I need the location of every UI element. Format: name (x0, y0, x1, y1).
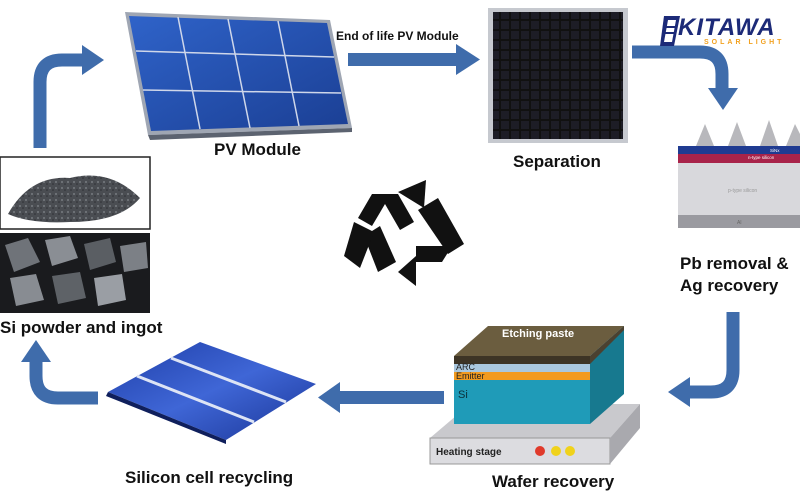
separation-panel-image (488, 8, 628, 143)
silicon-cell-image (106, 342, 316, 444)
arrow-pb-removal-to-wafer-head (668, 377, 690, 407)
pv-module-image (125, 12, 352, 140)
ptype-label: p-type silicon (728, 188, 757, 194)
wafer-recovery-image (429, 326, 640, 465)
emitter-label: Emitter (456, 371, 485, 381)
brand-name: KITAWA (678, 14, 776, 41)
si-ingot-image (0, 233, 150, 313)
si-powder-image (0, 156, 151, 230)
arrow-separation-to-pb-removal (632, 45, 729, 92)
si-label: Si (458, 389, 468, 401)
arrow-cell-to-powder (29, 360, 98, 405)
arrow-module-to-separation (348, 44, 480, 75)
pb-removal-label: Pb removal & (680, 254, 789, 273)
cell-cross-section-image: n-type silicon SiNx p-type silicon Al (678, 120, 800, 228)
silicon-cell-label: Silicon cell recycling (125, 468, 294, 487)
arc-label: ARC (456, 362, 476, 372)
sinx-label: SiNx (770, 148, 780, 153)
ntype-label: n-type silicon (748, 155, 775, 160)
ag-recovery-label: Ag recovery (680, 276, 779, 295)
pv-module-label: PV Module (214, 140, 301, 159)
al-label: Al (737, 220, 741, 226)
brand-tagline: SOLAR LIGHT (704, 39, 785, 46)
wafer-recovery-label: Wafer recovery (492, 472, 615, 491)
si-powder-label: Si powder and ingot (0, 318, 163, 337)
arrow-powder-to-module-head (82, 45, 104, 75)
recycle-icon (344, 180, 464, 286)
arrow-powder-to-module (33, 53, 84, 148)
arrow-pb-removal-to-wafer (688, 312, 740, 399)
etching-paste-label: Etching paste (502, 328, 574, 340)
separation-label: Separation (513, 152, 601, 171)
kitawa-logo: KITAWA SOLAR LIGHT (660, 14, 790, 50)
arrow-separation-to-pb-removal-head (708, 88, 738, 110)
kitawa-mark-icon (660, 16, 680, 46)
end-of-life-label: End of life PV Module (336, 29, 459, 43)
arrow-wafer-to-cell (318, 382, 444, 413)
arrow-cell-to-powder-head (21, 340, 51, 362)
heating-stage-label: Heating stage (436, 447, 502, 458)
